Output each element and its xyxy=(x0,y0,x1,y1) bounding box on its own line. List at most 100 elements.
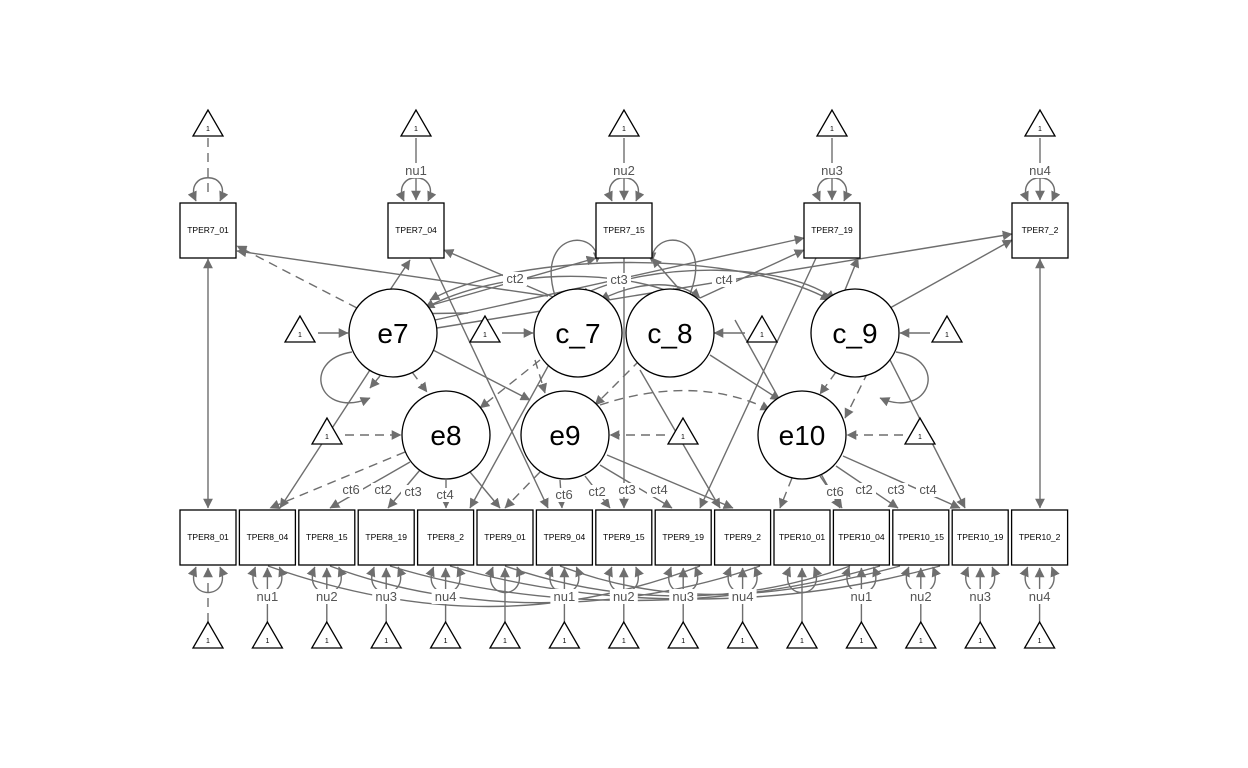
loading-path xyxy=(429,257,549,509)
covariance-arc xyxy=(429,261,831,301)
intercept-label: nu4 xyxy=(1029,163,1051,178)
constant-label: 1 xyxy=(681,434,685,441)
intercept-label: nu2 xyxy=(613,589,635,604)
intercept-label: nu3 xyxy=(821,163,843,178)
observed-variable-box xyxy=(773,509,831,566)
observed-variable-label: TPER10_01 xyxy=(779,532,826,542)
constant-label: 1 xyxy=(859,638,863,645)
constant-label: 1 xyxy=(800,638,804,645)
observed-variable-label: TPER7_19 xyxy=(811,225,853,235)
loading-label: ct4 xyxy=(650,482,667,497)
constant-label: 1 xyxy=(325,434,329,441)
loading-label: ct3 xyxy=(618,482,635,497)
constant-triangle xyxy=(548,620,581,649)
observed-variable-label: TPER9_2 xyxy=(724,532,761,542)
regression-path xyxy=(369,375,381,389)
observed-variable-label: TPER8_01 xyxy=(187,532,229,542)
constant-label: 1 xyxy=(483,332,487,339)
observed-variable-box xyxy=(803,202,861,259)
regression-path xyxy=(599,389,771,411)
constant-triangle xyxy=(191,108,225,137)
observed-variable-label: TPER9_19 xyxy=(662,532,704,542)
observed-variable-label: TPER9_15 xyxy=(603,532,645,542)
observed-variable-box xyxy=(832,509,891,566)
loading-path xyxy=(699,257,817,509)
loading-path xyxy=(504,471,541,509)
constant-triangle xyxy=(726,620,759,649)
loading-label: ct4 xyxy=(715,272,732,287)
intercept-label: nu4 xyxy=(1029,589,1051,604)
constant-triangle xyxy=(667,620,700,649)
variance-loop xyxy=(879,351,929,407)
constant-triangle xyxy=(964,620,997,649)
loading-label: ct6 xyxy=(555,487,572,502)
loading-path xyxy=(469,471,501,509)
observed-variable-box xyxy=(416,509,475,566)
loading-path xyxy=(236,245,358,309)
intercept-label: nu1 xyxy=(405,163,427,178)
constant-label: 1 xyxy=(1038,126,1042,133)
constant-triangle xyxy=(310,416,344,445)
constant-triangle xyxy=(488,620,522,649)
loading-label: ct3 xyxy=(404,484,421,499)
loading-path xyxy=(889,239,1013,309)
regression-path xyxy=(479,359,541,409)
variance-loop xyxy=(550,239,603,297)
observed-variable-label: TPER10_19 xyxy=(957,532,1004,542)
loading-path xyxy=(269,451,406,509)
constants-top: 1 1 1 1 1 xyxy=(191,108,1057,137)
constant-label: 1 xyxy=(945,332,949,339)
regression-path xyxy=(594,359,641,406)
observed-variable-box xyxy=(595,202,653,259)
loading-path xyxy=(844,257,860,291)
constant-label: 1 xyxy=(681,638,685,645)
latent-factor-c-7 xyxy=(533,288,623,378)
constant-triangle xyxy=(1023,620,1056,649)
latent-factor-c-8 xyxy=(625,288,715,378)
intercept-label: nu3 xyxy=(672,589,694,604)
latent-factor-e8 xyxy=(401,390,491,480)
constant-triangle xyxy=(429,620,462,649)
latent-factors: e7 c_7 c_8 c_9 e8 e9 e10 xyxy=(348,288,900,480)
constant-label: 1 xyxy=(978,638,982,645)
constant-triangle xyxy=(815,108,849,137)
loading-label: ct2 xyxy=(506,271,523,286)
observed-top-row: TPER7_01 TPER7_04 TPER7_15 TPER7_19 TPER… xyxy=(179,202,1069,259)
constant-label: 1 xyxy=(298,332,302,339)
observed-variable-label: TPER9_01 xyxy=(484,532,526,542)
observed-variable-box xyxy=(1011,202,1069,259)
constant-label: 1 xyxy=(622,638,626,645)
latent-label: c_9 xyxy=(832,318,877,349)
intercept-label: nu1 xyxy=(257,589,279,604)
constant-triangle xyxy=(1023,108,1057,137)
latent-label: e10 xyxy=(779,420,826,451)
constant-label: 1 xyxy=(1038,638,1042,645)
latent-label: c_7 xyxy=(555,318,600,349)
observed-variable-label: TPER9_04 xyxy=(544,532,586,542)
loading-label: ct3 xyxy=(887,482,904,497)
observed-variable-label: TPER7_2 xyxy=(1022,225,1059,235)
variance-loop xyxy=(320,351,371,407)
constant-label: 1 xyxy=(918,434,922,441)
regression-path xyxy=(411,371,428,393)
loading-path xyxy=(778,477,793,509)
constant-label: 1 xyxy=(265,638,269,645)
constant-triangle xyxy=(930,314,964,343)
loading-path xyxy=(329,461,411,509)
loading-label: ct2 xyxy=(374,482,391,497)
observed-variable-label: TPER10_04 xyxy=(838,532,885,542)
observed-variable-box xyxy=(713,509,772,566)
constant-triangle xyxy=(666,416,700,445)
loading-label: ct2 xyxy=(588,484,605,499)
latent-label: c_8 xyxy=(647,318,692,349)
loading-label: ct3 xyxy=(610,272,627,287)
observed-variable-box xyxy=(179,509,237,566)
observed-variable-label: TPER8_04 xyxy=(247,532,289,542)
observed-variable-label: TPER7_04 xyxy=(395,225,437,235)
observed-variable-label: TPER7_15 xyxy=(603,225,645,235)
constant-label: 1 xyxy=(206,126,210,133)
